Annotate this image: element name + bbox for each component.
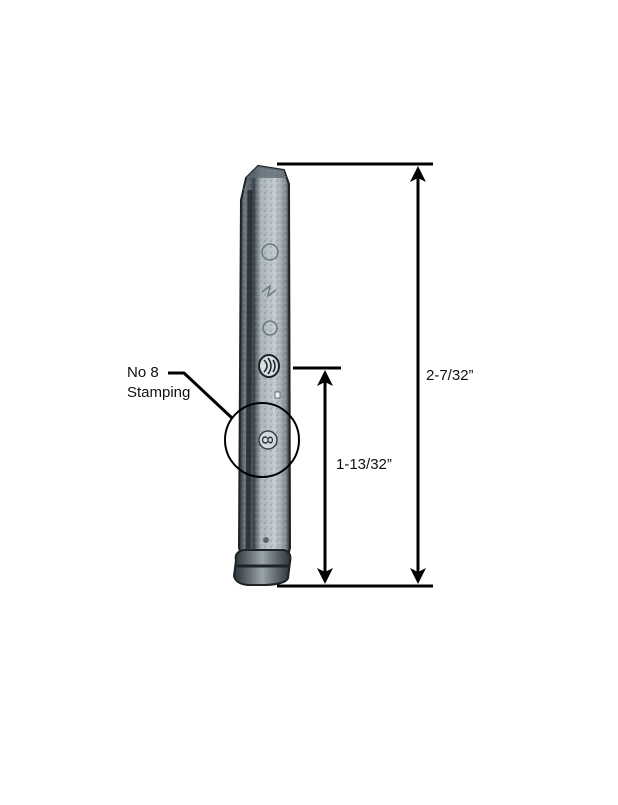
callout-line-1: No 8 bbox=[127, 364, 159, 381]
stamp-mark bbox=[262, 320, 278, 336]
pin-part: 8 bbox=[232, 164, 292, 586]
arrowhead-down-icon bbox=[317, 568, 333, 584]
partial-length-dimension bbox=[293, 366, 341, 584]
callout-line-2: Stamping bbox=[127, 384, 191, 401]
partial-length-label: 1-13/32” bbox=[336, 456, 392, 473]
stamp-mark bbox=[261, 243, 279, 261]
overall-length-label: 2-7/32” bbox=[426, 367, 474, 384]
stamp-number-8 bbox=[258, 430, 278, 450]
arrowhead-down-icon bbox=[410, 568, 426, 584]
stamping-callout-label: No 8 Stamping bbox=[127, 363, 190, 403]
overall-length-dimension bbox=[277, 162, 433, 588]
callout-leader-line bbox=[168, 371, 234, 420]
stamping-callout bbox=[168, 371, 300, 478]
svg-text:8: 8 bbox=[258, 435, 276, 445]
arrowhead-up-icon bbox=[410, 166, 426, 182]
arrowhead-up-icon bbox=[317, 370, 333, 386]
callout-circle bbox=[224, 402, 300, 478]
